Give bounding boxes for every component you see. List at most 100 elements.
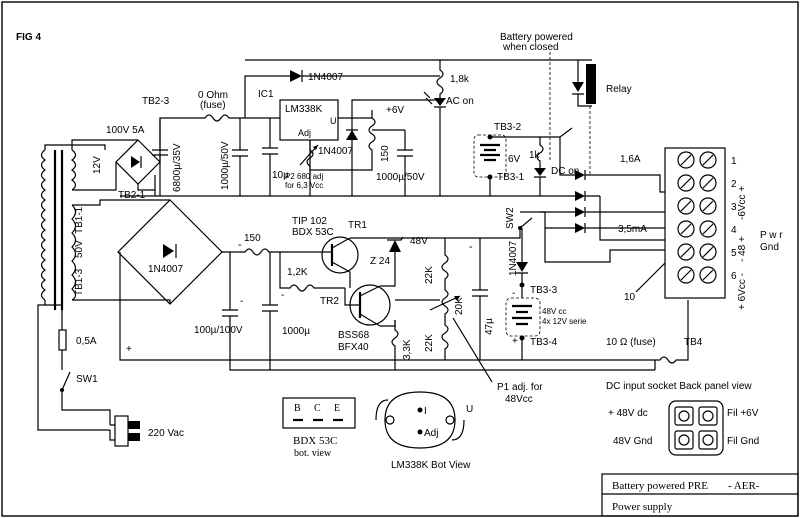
sw1-label: SW1 (76, 374, 98, 385)
plus6v-label: +6V (386, 105, 404, 116)
bridge-50v (117, 199, 223, 305)
bridge-plus: + (126, 344, 132, 355)
title-block (601, 473, 799, 517)
tb3-4-label: TB3-4 (530, 337, 558, 348)
title-line1-right: - AER- (728, 480, 760, 492)
r0-label-1: 0 Ohm (198, 90, 228, 101)
tb4-gnd: Gnd (760, 242, 779, 253)
batt48-plus: + (512, 336, 518, 347)
r22k-b-label: 22K (424, 334, 435, 352)
tb1-1-label: TB1-1 (74, 206, 85, 234)
fuse-0-5a (58, 329, 67, 351)
lm338k-can (375, 391, 465, 449)
n10-label: 10 (624, 292, 636, 303)
i-3-5ma-label: 3,5mA (618, 224, 647, 235)
bdx-e-label: E (334, 403, 340, 414)
r1-8k-label: 1,8k (450, 74, 470, 85)
tb4-side-top: -6Vcc + (737, 186, 748, 220)
battery-note-2: when closed (502, 42, 559, 53)
relay-coil (586, 64, 596, 104)
battery-note-1: Battery powered (500, 32, 573, 43)
vac-label: 220 Vac (148, 428, 184, 439)
sock-g48-label: 48V Gnd (613, 436, 652, 447)
r1k-label: 1k (529, 150, 541, 161)
r22k-a-label: 22K (424, 266, 435, 284)
ac-on-label: AC on (446, 96, 474, 107)
tb4-terminal-number: 1 (731, 156, 737, 167)
title-line2: Power supply (612, 501, 673, 513)
tip102-label-1: TIP 102 (292, 216, 327, 227)
bridge-minus: - (238, 239, 242, 251)
bss68-label-2: BFX40 (338, 342, 369, 353)
lm-view-u: U (466, 404, 473, 415)
r150-top-label: 150 (380, 145, 391, 162)
r0-label-2: (fuse) (200, 100, 226, 111)
c1000-50-a-label: 1000µ/50V (220, 141, 231, 190)
bdx53c-package (282, 397, 356, 429)
c1000u-label: 1000µ (282, 326, 310, 337)
c1000-50-b-label: 1000µ/50V (376, 172, 425, 183)
fuse-0-5a-label: 0,5A (76, 336, 97, 347)
bdx-view-label-2: bot. view (294, 448, 332, 459)
p1-label-1: P1 adj. for (497, 382, 543, 393)
i-1-6a-label: 1,6A (620, 154, 641, 165)
tb3-1-label: TB3-1 (497, 172, 525, 183)
sw2-label: SW2 (505, 207, 516, 229)
sock-p48-label: + 48V dc (608, 408, 648, 419)
d-mid-label: 1N4007 (318, 146, 353, 157)
sec-50v-label: 50V (74, 240, 85, 258)
tr1-label: TR1 (348, 220, 367, 231)
relay-label: Relay (606, 84, 632, 95)
r3-3k-label: 3,3K (402, 339, 413, 360)
figure-label: FIG 4 (16, 32, 41, 43)
z24-label: Z 24 (370, 256, 390, 267)
lm-view-label: LM338K Bot View (391, 460, 471, 471)
tr2-label: TR2 (320, 296, 339, 307)
c1000-minus: - (281, 290, 284, 301)
lm338k-label: LM338K (285, 104, 323, 115)
batt48-minus: - (512, 288, 515, 299)
tb3-3-label: TB3-3 (530, 285, 558, 296)
p2-label-1: P2 680 adj (285, 172, 323, 181)
r1-2k-label: 1,2K (287, 267, 308, 278)
c47-minus: - (469, 241, 473, 253)
bdx-b-label: B (294, 403, 301, 414)
mains-plug (109, 415, 140, 447)
p1-label-2: 48Vcc (505, 394, 533, 405)
batt48-label-2: 4x 12V serie (542, 317, 587, 326)
tb4-label: TB4 (684, 337, 703, 348)
r20k-label: 20K (454, 297, 465, 315)
d-bridge-label: 1N4007 (148, 264, 183, 275)
fuse-100v-label: 100V 5A (106, 125, 145, 136)
c100-minus: - (240, 296, 243, 307)
tb2-3-label: TB2-3 (142, 96, 170, 107)
lm-view-i: I (424, 406, 427, 417)
bdx-c-label: C (314, 403, 321, 414)
lm-adj-pin: Adj (298, 128, 311, 138)
tr1-transistor (321, 236, 359, 274)
lm-view-adj: Adj (424, 428, 438, 439)
tb4-terminal-number: 4 (731, 225, 737, 236)
lm338k-ic (279, 99, 339, 141)
tb4-side-bot: + 6Vcc - (737, 273, 748, 310)
c47u-label: 47µ (484, 318, 495, 335)
dc-socket-pins (674, 406, 718, 450)
c10u-label: 10µ (272, 170, 289, 181)
battery-48v-frame (505, 297, 541, 337)
v48-label: 48V (410, 236, 428, 247)
batt48-label-1: 48V cc (542, 307, 566, 316)
lm-u-pin: U (330, 116, 337, 126)
r-fuse-10-label: 10 Ω (fuse) (606, 337, 656, 348)
cap-6800u (152, 140, 168, 196)
tb4-pwr: P w r (760, 230, 783, 241)
sock-filg-label: Fil Gnd (727, 436, 759, 447)
batt-6v-label: 6V (508, 154, 521, 165)
dc-on-label: DC on (551, 166, 579, 177)
bdx-view-label-1: BDX 53C (293, 435, 337, 447)
d-sw-label: 1N4007 (508, 241, 519, 276)
ic1-label: IC1 (258, 89, 274, 100)
p2-label-2: for 6,3 Vcc (285, 181, 323, 190)
tb4-terminal-number: 2 (731, 179, 737, 190)
